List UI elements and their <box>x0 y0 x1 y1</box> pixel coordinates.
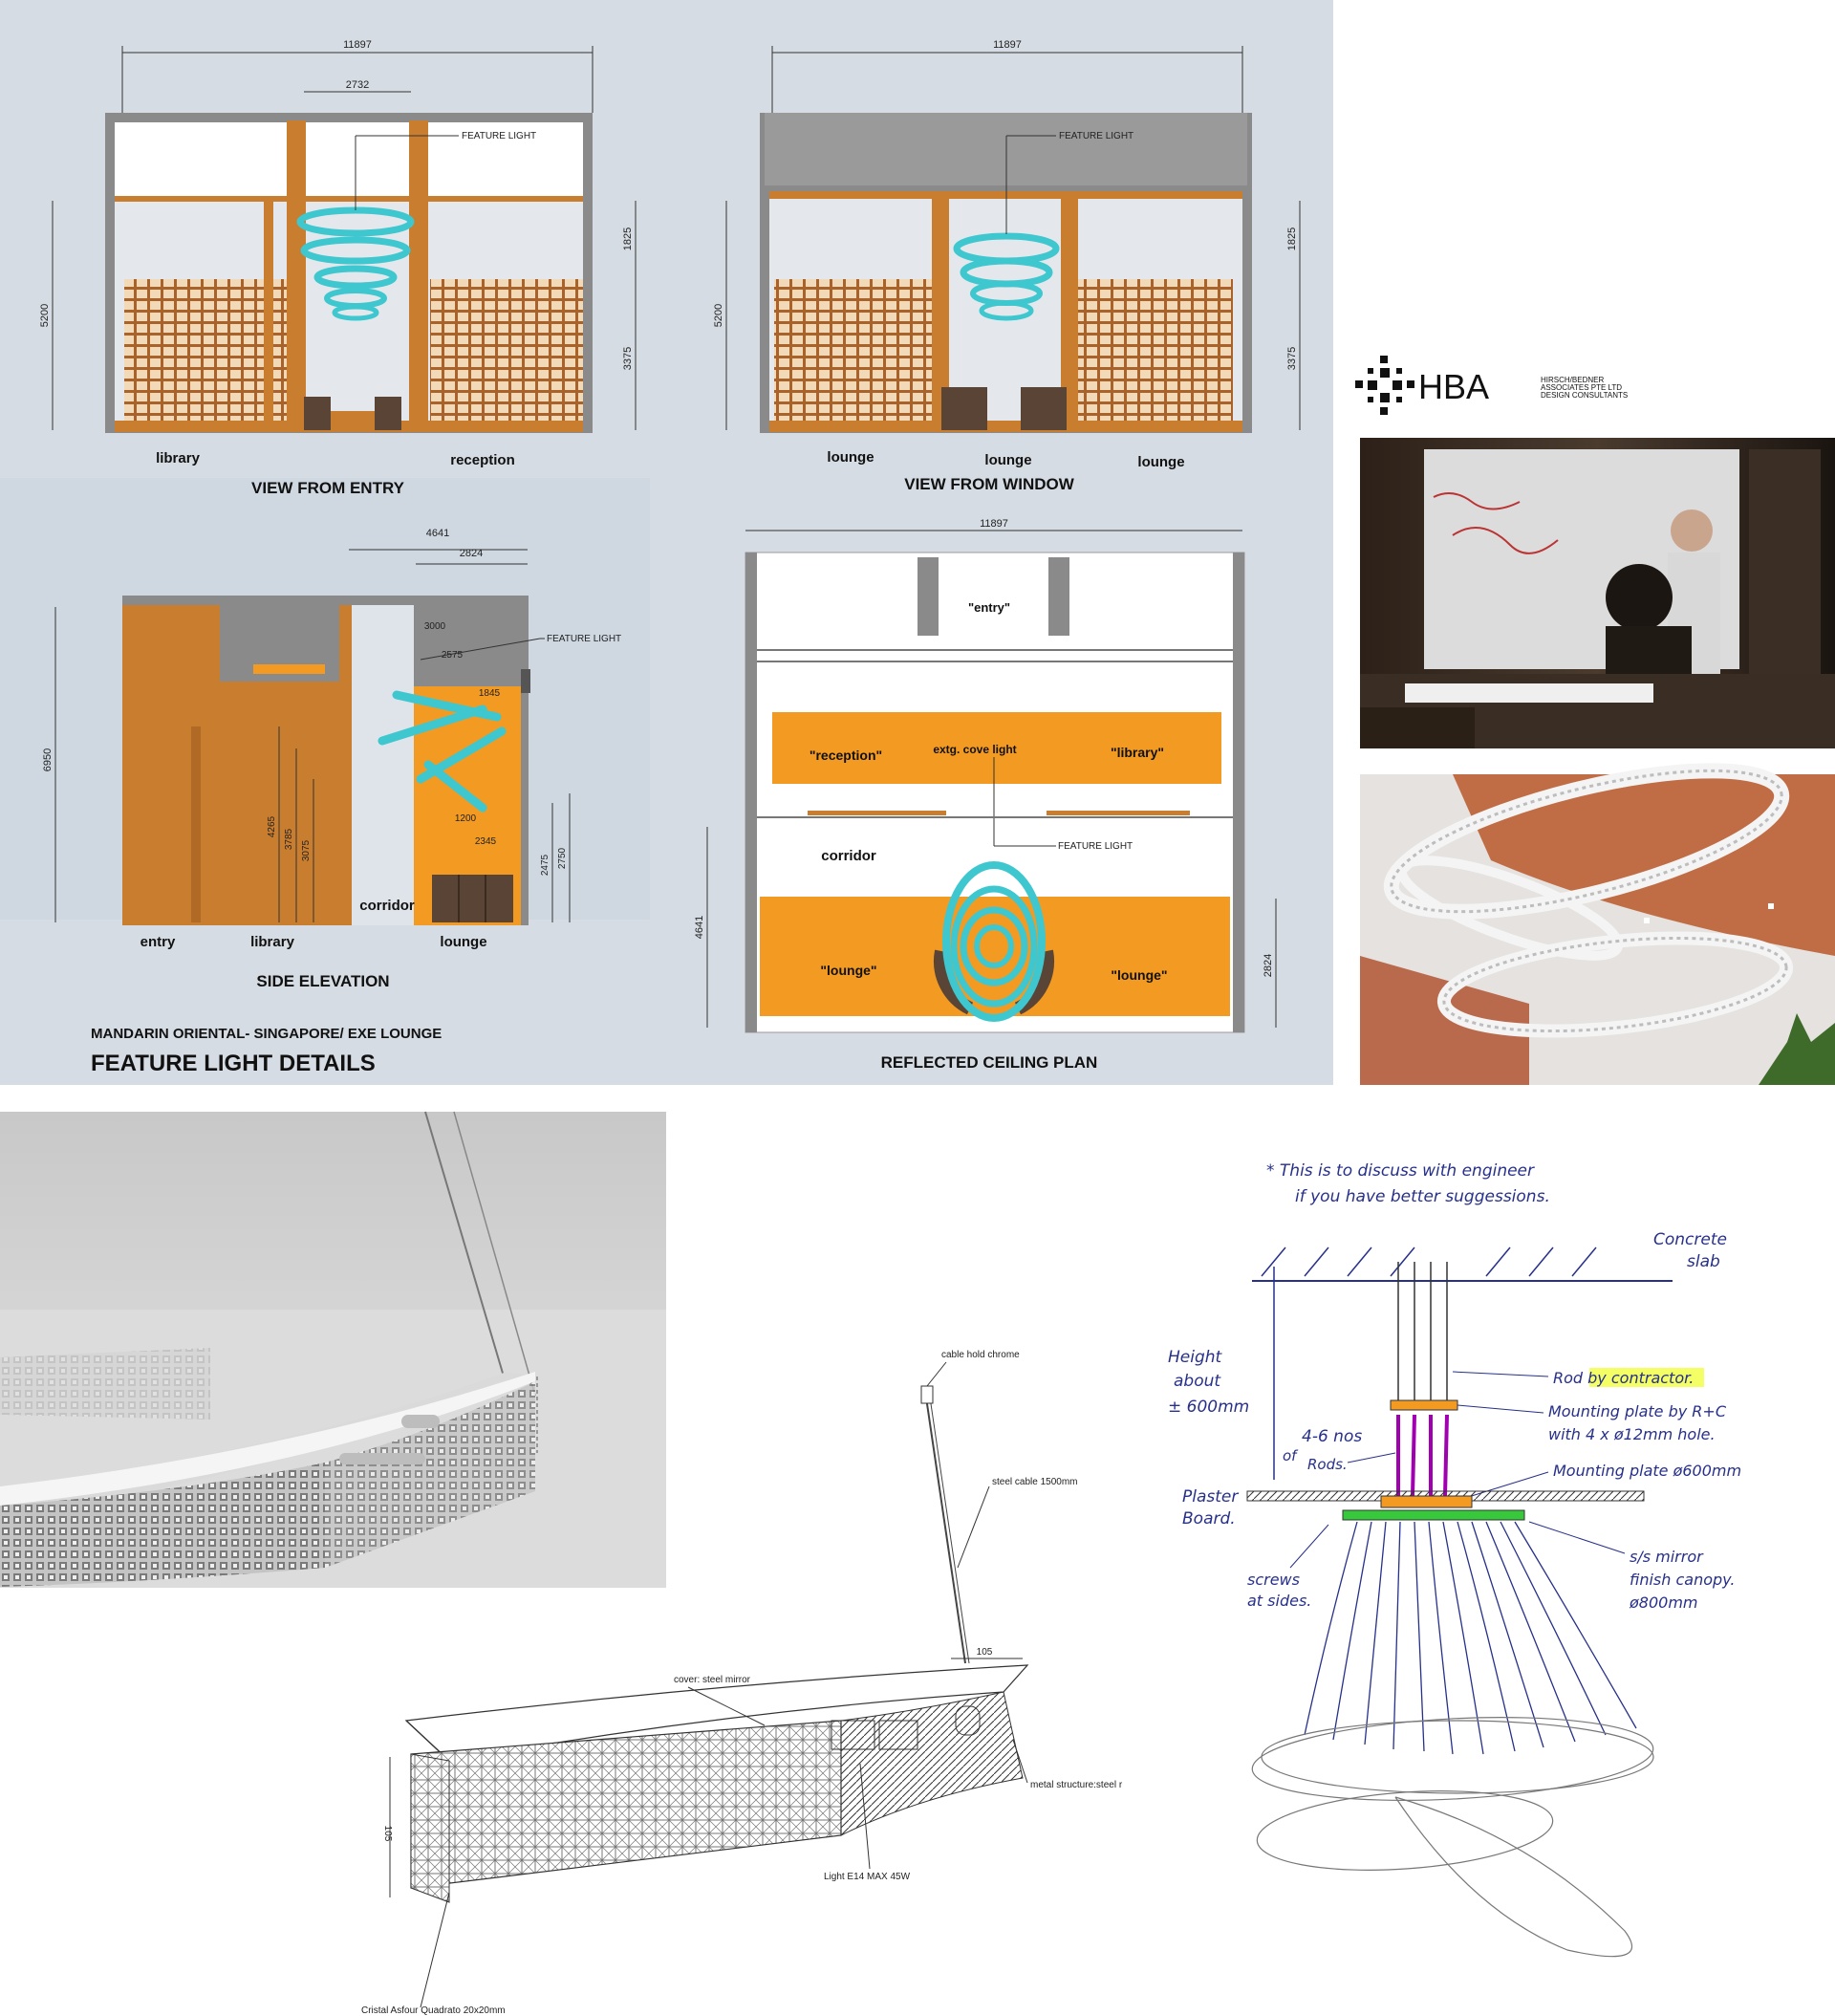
sketch-concrete-1: Concrete <box>1653 1230 1727 1249</box>
sketch-height-2: about <box>1174 1372 1221 1391</box>
sketch-canopy-2: finish canopy. <box>1630 1571 1735 1589</box>
hba-logo-mark <box>1355 356 1414 415</box>
sketch-rod: Rod by contractor. <box>1553 1369 1694 1387</box>
sketch-plaster-1: Plaster <box>1182 1487 1239 1507</box>
hba-logo-line3: DESIGN CONSULTANTS <box>1541 391 1628 400</box>
side-library: library <box>250 934 295 950</box>
side-lounge: lounge <box>440 934 486 950</box>
window-room-3: lounge <box>1137 454 1184 470</box>
detail-metal: metal structure:steel r <box>1030 1780 1123 1790</box>
plan-chandelier <box>934 861 1054 1022</box>
side-dim-2475: 2475 <box>540 854 550 876</box>
plan-cove: extg. cove light <box>933 743 1016 756</box>
entry-dim-lower: 3375 <box>622 347 634 370</box>
entry-dim-height: 5200 <box>39 304 51 327</box>
sketch-plaster-2: Board. <box>1182 1509 1236 1528</box>
plan-reception: "reception" <box>810 748 882 763</box>
meeting-photo <box>1360 438 1835 748</box>
entry-dim-upper: 1825 <box>622 228 634 250</box>
side-dim-2750: 2750 <box>557 847 568 869</box>
detail-dim-105-side: 105 <box>382 1826 393 1842</box>
side-dim-4265: 4265 <box>267 815 277 837</box>
entry-dim-inner: 2732 <box>346 79 369 91</box>
chandelier-photo <box>1360 763 1835 1085</box>
side-corridor: corridor <box>359 898 415 914</box>
render-3d <box>0 1111 666 1588</box>
sketch-screws-1: screws <box>1247 1571 1300 1589</box>
board-title: FEATURE LIGHT DETAILS <box>91 1051 376 1076</box>
side-dim-3000: 3000 <box>424 621 446 632</box>
window-dim-height: 5200 <box>713 304 724 327</box>
entry-room-left: library <box>156 450 201 466</box>
plan-entry: "entry" <box>968 600 1010 615</box>
sketch-mount-2: Mounting plate ø600mm <box>1553 1462 1741 1480</box>
side-dim-2824: 2824 <box>460 548 483 559</box>
window-dim-width: 11897 <box>993 39 1022 51</box>
board-project: MANDARIN ORIENTAL- SINGAPORE/ EXE LOUNGE <box>91 1026 442 1042</box>
side-dim-1200: 1200 <box>455 813 477 824</box>
side-dim-6950: 6950 <box>42 748 54 771</box>
side-dim-2345: 2345 <box>475 836 497 847</box>
detail-crystal: Cristal Asfour Quadrato 20x20mm <box>361 2005 506 2016</box>
side-dim-1845: 1845 <box>479 688 501 699</box>
plan-title: REFLECTED CEILING PLAN <box>881 1053 1098 1072</box>
side-dim-3075: 3075 <box>301 839 312 861</box>
detail-dim-105-top: 105 <box>977 1647 993 1658</box>
entry-room-right: reception <box>450 452 515 468</box>
sketch-screws-2: at sides. <box>1247 1592 1311 1610</box>
view-from-window: 11897 FEATURE LIGHT 5200 1825 3375 loung… <box>713 39 1301 493</box>
sketch-concrete-2: slab <box>1687 1252 1720 1271</box>
window-dim-lower: 3375 <box>1286 347 1298 370</box>
sketch-canopy-1: s/s mirror <box>1630 1548 1704 1566</box>
side-dim-4641: 4641 <box>426 528 449 539</box>
sketch-note-1: * This is to discuss with engineer <box>1266 1161 1535 1181</box>
window-chandelier <box>953 232 1060 321</box>
plan-dim-width: 11897 <box>980 518 1008 530</box>
detail-light: Light E14 MAX 45W <box>824 1872 911 1882</box>
detail-cover: cover: steel mirror <box>674 1675 751 1685</box>
side-elevation: 4641 2824 FEATURE LIGHT 3000 2575 1845 1… <box>42 528 621 990</box>
sketch-rods-2: of <box>1283 1447 1299 1464</box>
hba-logo: HBA HIRSCH/BEDNER ASSOCIATES PTE LTD DES… <box>1355 356 1628 415</box>
detail-steel-cable: steel cable 1500mm <box>992 1477 1078 1487</box>
side-entry: entry <box>140 934 176 950</box>
side-dim-2575: 2575 <box>442 650 464 661</box>
window-dim-upper: 1825 <box>1286 228 1298 250</box>
sketch-mount-1a: Mounting plate by R+C <box>1548 1402 1727 1420</box>
detail-cable-hold: cable hold chrome <box>941 1350 1020 1360</box>
technical-detail: cable hold chrome steel cable 1500mm 105… <box>361 1350 1123 2016</box>
side-dim-3785: 3785 <box>284 828 294 850</box>
window-room-1: lounge <box>827 449 874 466</box>
side-feature-label: FEATURE LIGHT <box>547 634 621 644</box>
plan-corridor: corridor <box>821 848 876 864</box>
hba-logo-text: HBA <box>1418 367 1489 406</box>
hba-logo-line2: ASSOCIATES PTE LTD <box>1541 383 1622 392</box>
side-elevation-title: SIDE ELEVATION <box>256 972 389 990</box>
window-view-title: VIEW FROM WINDOW <box>904 475 1074 493</box>
plan-lounge-left: "lounge" <box>820 963 876 978</box>
sketch-rods-1: 4-6 nos <box>1302 1427 1362 1446</box>
view-from-entry: 11897 2732 FEATURE LIGHT 5200 1825 3375 <box>39 39 637 497</box>
reflected-ceiling-plan: 11897 "entry" "reception" extg. cove lig… <box>694 518 1277 1072</box>
plan-dim-2824: 2824 <box>1263 954 1274 977</box>
hba-logo-line1: HIRSCH/BEDNER <box>1541 376 1604 384</box>
sketch-canopy-3: ø800mm <box>1629 1593 1698 1612</box>
sketch-note-2: if you have better suggessions. <box>1295 1187 1550 1206</box>
side-feature-light <box>378 690 507 813</box>
entry-dim-width: 11897 <box>343 39 372 51</box>
entry-view-title: VIEW FROM ENTRY <box>251 479 405 497</box>
hand-sketch: * This is to discuss with engineer if yo… <box>1168 1161 1741 1958</box>
window-feature-label: FEATURE LIGHT <box>1059 131 1133 141</box>
window-room-2: lounge <box>984 452 1031 468</box>
plan-lounge-right: "lounge" <box>1111 967 1167 983</box>
plan-feature-label: FEATURE LIGHT <box>1058 841 1133 852</box>
plan-library: "library" <box>1111 745 1164 760</box>
sketch-height-1: Height <box>1168 1348 1223 1367</box>
sketch-height-3: ± 600mm <box>1168 1398 1249 1417</box>
plan-dim-4641: 4641 <box>694 916 705 939</box>
sketch-mount-1b: with 4 x ø12mm hole. <box>1548 1425 1716 1443</box>
sketch-rods-3: Rods. <box>1307 1456 1348 1473</box>
entry-feature-label: FEATURE LIGHT <box>462 131 536 141</box>
